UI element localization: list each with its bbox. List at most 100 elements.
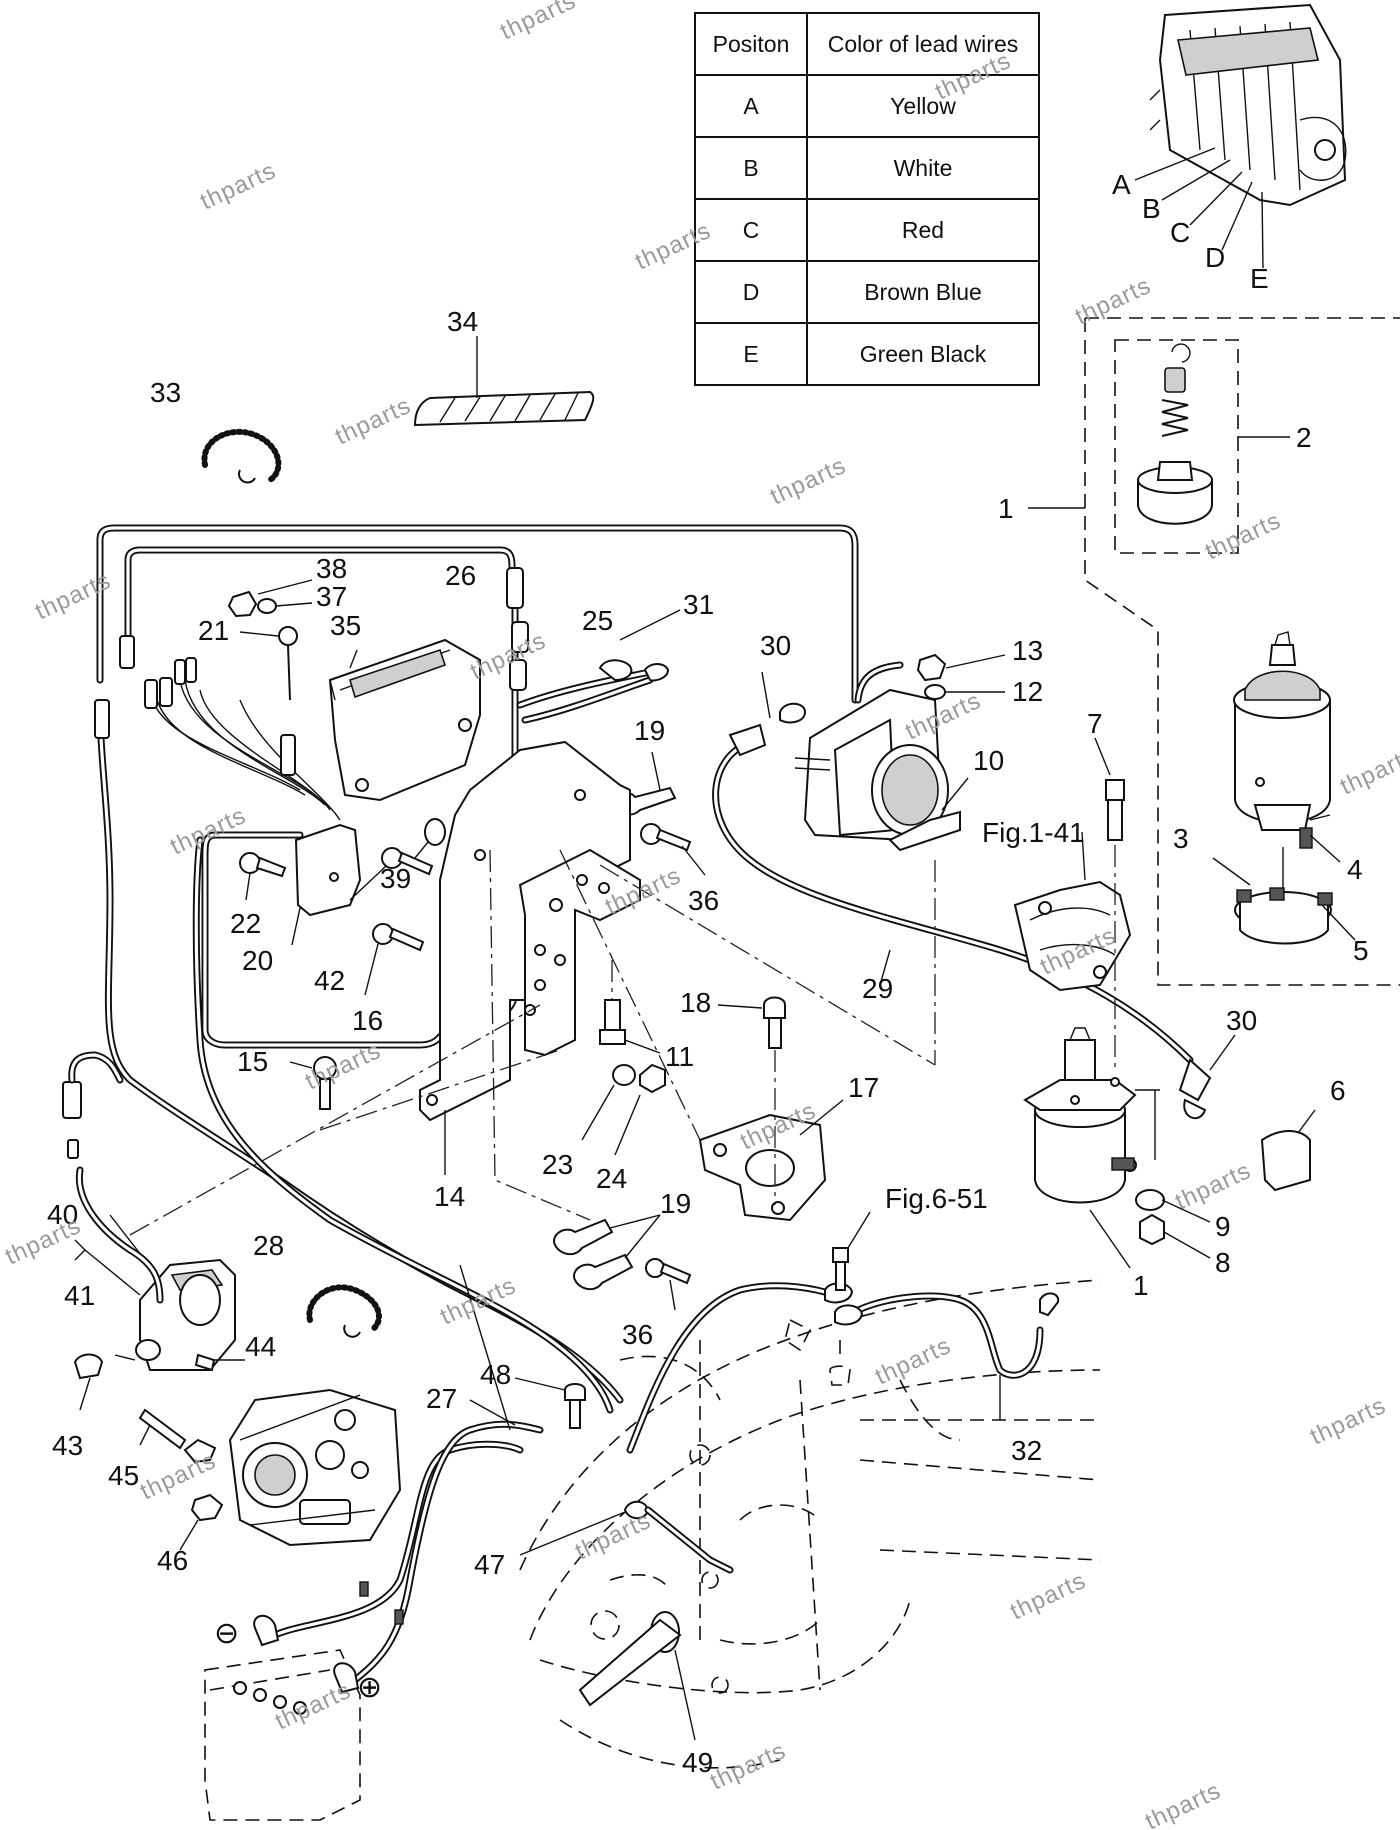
callout-33: 33 (150, 377, 181, 408)
watermark-text: thparts (631, 217, 715, 275)
brush-holder-illustration (1212, 847, 1356, 945)
callout-47: 47 (474, 1549, 505, 1580)
callout-26: 26 (445, 560, 476, 591)
callout-11: 11 (665, 1041, 694, 1072)
pinion-drive-illustration (1137, 343, 1213, 525)
callout-43: 43 (52, 1430, 83, 1461)
callout-22: 22 (230, 908, 261, 939)
watermark-text: thparts (1336, 742, 1400, 800)
callout-29: 29 (862, 973, 893, 1004)
part-callouts: 1 2 3 4 5 6 7 8 9 10 11 12 13 14 15 16 1… (47, 306, 1369, 1778)
relay-holder-17 (698, 996, 844, 1222)
callout-45: 45 (108, 1460, 139, 1491)
washer-9-nut-8 (1135, 1189, 1211, 1259)
callout-3: 3 (1173, 823, 1189, 854)
callout-27: 27 (426, 1383, 457, 1414)
switch-lead-wire (62, 1051, 164, 1304)
positive-terminal-sign: ⊕ (357, 1671, 382, 1704)
callout-30-lower: 30 (1226, 1005, 1257, 1036)
battery-illustration (204, 1649, 361, 1821)
reference-fig-1-41: Fig.1-41 (982, 817, 1085, 848)
cable-clips-19-lower (553, 1214, 692, 1311)
regulator-20 (291, 823, 362, 946)
wire-lug-30-lower (1178, 1034, 1236, 1120)
callout-41: 41 (64, 1280, 95, 1311)
callout-39: 39 (380, 863, 411, 894)
position-cell: B (694, 136, 808, 200)
engine-bracket-fig-1-41 (1013, 737, 1132, 1070)
callout-19: 19 (634, 715, 665, 746)
nut-13-washer-12 (916, 653, 1006, 700)
color-cell: White (806, 136, 1040, 200)
callout-4: 4 (1347, 854, 1363, 885)
terminal-label-a: A (1112, 169, 1131, 200)
callout-2: 2 (1296, 422, 1312, 453)
starter-assembly-group (1028, 317, 1400, 986)
protective-tube-34 (413, 336, 595, 427)
ground-cable-32 (626, 1211, 1060, 1454)
watermark-text: thparts (1306, 1392, 1390, 1450)
callout-5: 5 (1353, 935, 1369, 966)
engine-housing-outline (519, 1279, 1101, 1769)
terminal-label-e: E (1250, 263, 1269, 294)
callout-31: 31 (683, 589, 714, 620)
watermark-text: thparts (1171, 1157, 1255, 1215)
column-header-color: Color of lead wires (806, 12, 1040, 76)
callout-44: 44 (245, 1331, 276, 1362)
grommet-49 (578, 1611, 696, 1741)
terminal-label-d: D (1205, 242, 1225, 273)
callout-13: 13 (1012, 635, 1043, 666)
negative-terminal-sign: ⊖ (214, 1617, 239, 1650)
callout-34: 34 (447, 306, 478, 337)
clamp-47 (519, 1500, 734, 1574)
watermark-text: thparts (571, 1507, 655, 1565)
callout-10: 10 (973, 745, 1004, 776)
screw-15 (289, 1056, 337, 1110)
callout-6: 6 (1330, 1075, 1346, 1106)
position-cell: A (694, 74, 808, 138)
callout-18: 18 (680, 987, 711, 1018)
rectifier-regulator-35 (227, 579, 481, 802)
battery-cables (253, 1264, 544, 1694)
callout-21: 21 (198, 615, 229, 646)
callout-15: 15 (237, 1046, 268, 1077)
starter-relay-10 (794, 661, 969, 852)
callout-38: 38 (316, 553, 347, 584)
callout-37: 37 (316, 581, 347, 612)
watermark-text: thparts (196, 157, 280, 215)
callout-25: 25 (582, 605, 613, 636)
callout-1-lower: 1 (1133, 1270, 1149, 1301)
watermark-text: thparts (271, 1677, 355, 1735)
watermark-text: thparts (331, 392, 415, 450)
callout-32: 32 (1011, 1435, 1042, 1466)
bolt-11-and-washers (581, 960, 666, 1156)
callout-28: 28 (253, 1230, 284, 1261)
callout-42: 42 (314, 965, 345, 996)
position-cell: C (694, 198, 808, 262)
watermark-text: thparts (931, 47, 1015, 105)
column-header-position: Positon (694, 12, 808, 76)
callout-8: 8 (1215, 1247, 1231, 1278)
callout-23: 23 (542, 1149, 573, 1180)
starter-motor-illustration (1233, 631, 1341, 863)
position-cell: E (694, 322, 808, 386)
terminal-leader-lines (1134, 147, 1264, 269)
callout-46: 46 (157, 1545, 188, 1576)
callout-49: 49 (682, 1747, 713, 1778)
terminal-letters: A B C D E (1112, 169, 1269, 294)
callout-7: 7 (1087, 708, 1103, 739)
callout-9: 9 (1215, 1211, 1231, 1242)
position-cell: D (694, 260, 808, 324)
rectifier-illustration (1149, 3, 1347, 207)
cable-27 (469, 1399, 516, 1426)
watermark-text: thparts (766, 452, 850, 510)
terminal-label-c: C (1170, 217, 1190, 248)
switch-holder-40 (74, 1214, 236, 1371)
callout-36-lower: 36 (622, 1319, 653, 1350)
callout-1: 1 (998, 493, 1014, 524)
watermark-text: thparts (1201, 507, 1285, 565)
